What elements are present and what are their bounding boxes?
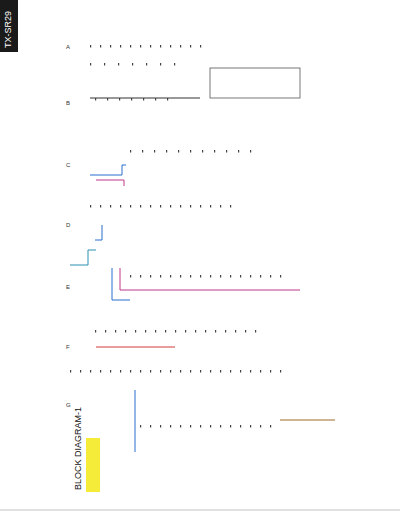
grid-ticks xyxy=(0,510,400,511)
pin-rows xyxy=(70,45,281,428)
row-letter: A xyxy=(66,44,70,50)
row-letter: F xyxy=(66,344,70,350)
row-letter: E xyxy=(66,284,70,290)
signal-wires xyxy=(70,98,335,452)
row-letter: D xyxy=(66,222,70,228)
title-bar xyxy=(0,0,18,52)
diagram-title-label: BLOCK DIAGRAM-1 xyxy=(74,407,83,490)
row-letter: G xyxy=(66,402,71,408)
module-outline xyxy=(210,68,300,98)
watermark-box xyxy=(86,438,100,492)
page-title: TX-SR29 xyxy=(4,11,13,48)
row-letter: C xyxy=(66,162,70,168)
row-letter: B xyxy=(66,100,70,106)
